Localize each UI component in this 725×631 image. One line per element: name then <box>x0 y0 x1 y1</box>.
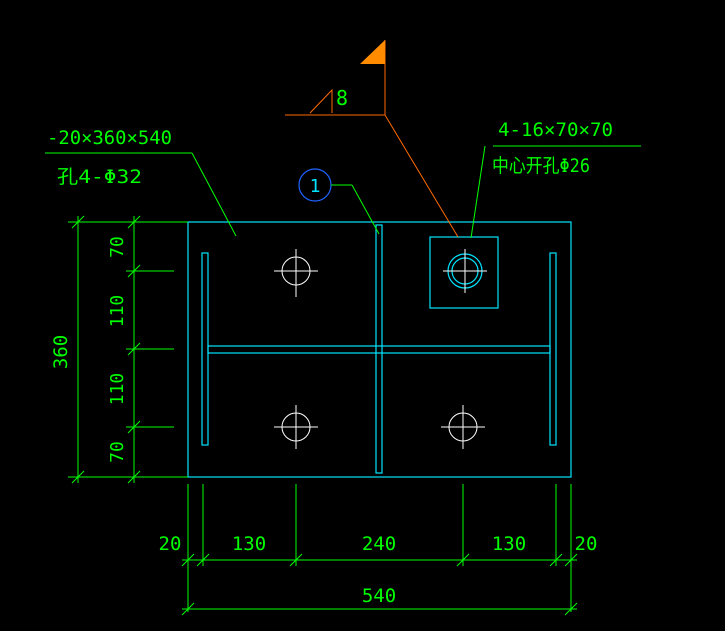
weld-arrow-line <box>384 114 459 238</box>
weld-size-label: 8 <box>336 86 348 110</box>
field-weld-flag-icon <box>360 40 385 64</box>
plate-hole-label: 孔4-Φ32 <box>57 166 142 188</box>
horizontal-dim-seg-5: 20 <box>575 533 598 555</box>
part-mark <box>298 168 380 235</box>
anchor-hole-top-right <box>443 249 487 293</box>
weld-symbol <box>285 40 459 238</box>
horizontal-total-dim: 540 <box>362 585 396 607</box>
horizontal-dim-seg-2: 130 <box>232 533 266 555</box>
left-flange <box>201 252 209 446</box>
fillet-weld-icon <box>309 88 333 114</box>
anchor-hole-bottom-right <box>441 405 485 449</box>
horizontal-dim-seg-1: 20 <box>159 533 182 555</box>
horizontal-web <box>207 345 551 354</box>
horizontal-dim-seg-4: 130 <box>492 533 526 555</box>
horizontal-dim-seg-3: 240 <box>362 533 396 555</box>
vertical-dim-seg-1: 70 <box>107 236 128 258</box>
part-mark-number: 1 <box>310 176 321 197</box>
plate-spec-label: -20×360×540 <box>47 127 172 149</box>
vertical-dim-seg-4: 70 <box>107 441 128 463</box>
vertical-dim-seg-2: 110 <box>107 295 128 328</box>
stiffener-hole-label: 中心开孔Φ26 <box>492 155 590 177</box>
vertical-dim-seg-3: 110 <box>107 373 128 406</box>
stiffener-leader <box>470 145 641 239</box>
vertical-total-dim: 360 <box>50 335 72 369</box>
right-flange <box>549 252 557 446</box>
anchor-holes <box>274 249 487 449</box>
anchor-hole-top-left <box>274 249 318 297</box>
base-plate-outline <box>187 221 572 478</box>
horizontal-dimensions <box>181 484 578 616</box>
square-stiffener <box>429 236 499 309</box>
stiffener-spec-label: 4-16×70×70 <box>498 119 613 141</box>
anchor-hole-bottom-left <box>274 405 318 449</box>
vertical-stiffener <box>375 224 383 474</box>
vertical-dimensions <box>68 215 188 484</box>
plate-leader <box>45 152 237 237</box>
base-plate-group <box>187 221 572 478</box>
part-mark-leader-diag <box>351 184 380 235</box>
